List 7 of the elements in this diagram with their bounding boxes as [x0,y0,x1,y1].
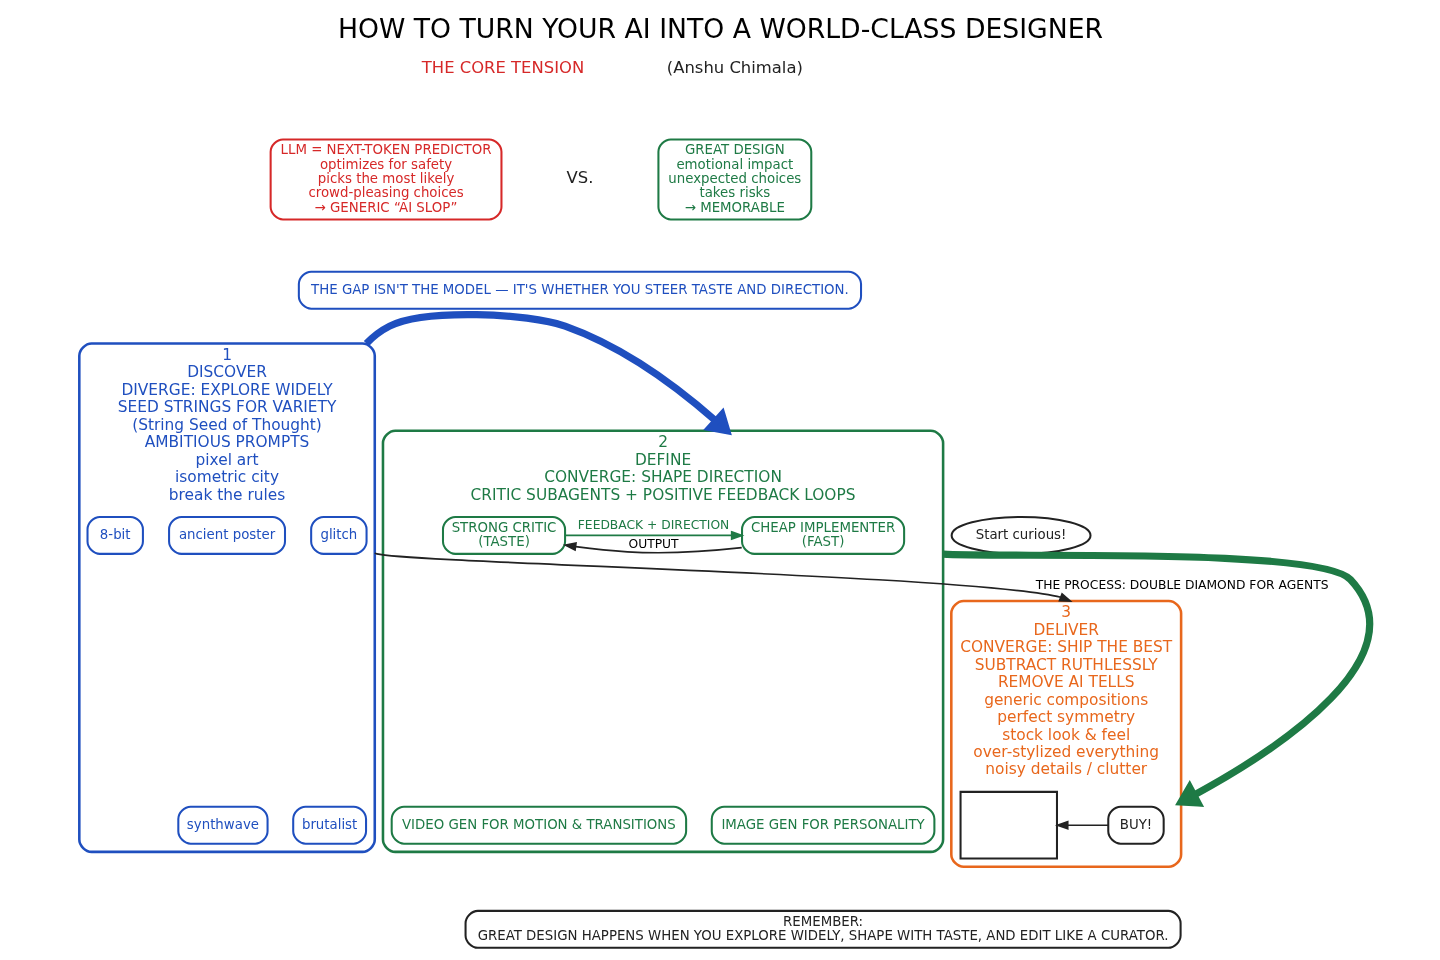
label: THE CORE TENSION [421,57,584,77]
edge-label: OUTPUT [627,537,679,552]
label: (Anshu Chimala) [666,57,803,77]
diagram-title: HOW TO TURN YOUR AI INTO A WORLD-CLASS DESIGNER [337,12,1103,44]
edge-label: THE PROCESS: DOUBLE DIAMOND FOR AGENTS [1035,578,1329,593]
label: VS. [566,168,593,188]
edge-label: FEEDBACK + DIRECTION [577,517,729,532]
